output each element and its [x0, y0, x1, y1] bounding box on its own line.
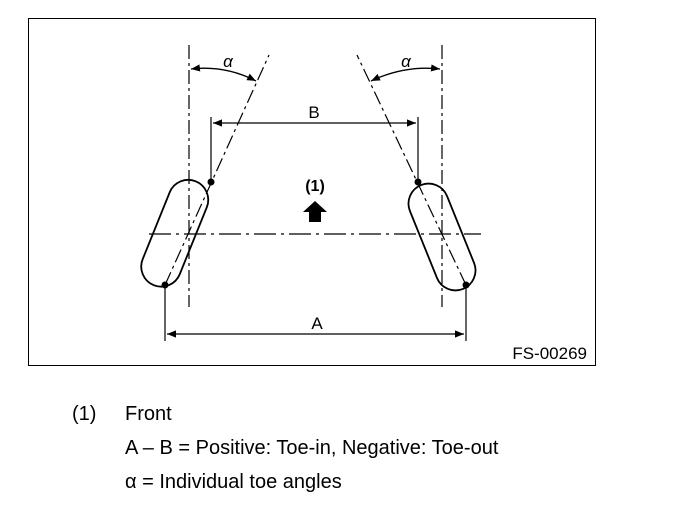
dimension-a-label: A: [311, 314, 323, 333]
legend-number: (1): [72, 403, 97, 425]
right-alpha-label: α: [401, 52, 412, 71]
right-alpha-arc: [370, 64, 441, 82]
diagram-frame: α α B A (1) FS-00269: [28, 18, 596, 366]
right-wheel-centerline: [356, 54, 467, 286]
right-wheel: [356, 45, 477, 307]
front-marker-label: (1): [305, 178, 325, 195]
figure-id: FS-00269: [512, 344, 587, 363]
front-direction-arrow-icon: [303, 201, 327, 222]
legend-item-label: Front: [125, 403, 172, 425]
legend-alpha-definition: α = Individual toe angles: [125, 471, 342, 493]
legend-formula: A – B = Positive: Toe-in, Negative: Toe-…: [125, 437, 499, 459]
dimension-b-label: B: [308, 103, 319, 122]
left-wheel-centerline: [164, 54, 270, 286]
left-alpha-label: α: [223, 52, 234, 71]
left-alpha-arc: [190, 64, 257, 82]
left-wheel: [140, 45, 270, 307]
